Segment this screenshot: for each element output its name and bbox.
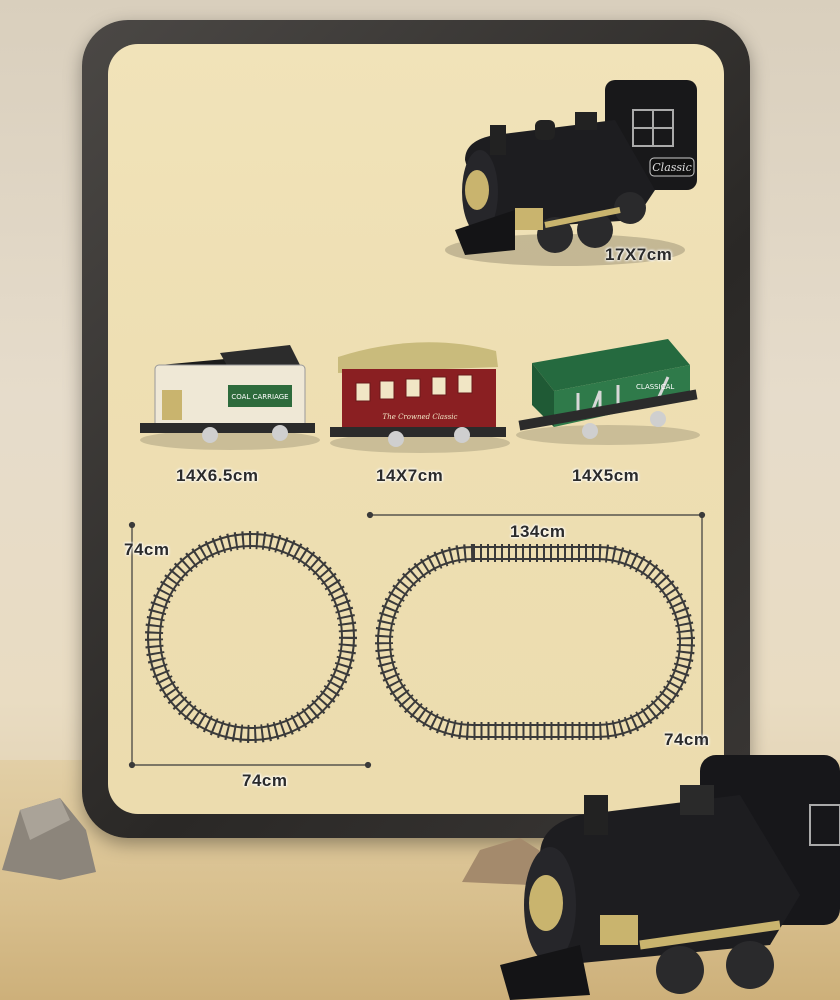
circle-height-label: 74cm (124, 540, 170, 559)
passenger-car: The Crowned Classic (330, 342, 510, 453)
coal-carriage-size-label: 14X6.5cm (176, 466, 259, 485)
circle-track (145, 531, 357, 743)
locomotive-size-label: 17X7cm (605, 245, 673, 264)
oval-height-label: 74cm (664, 730, 710, 749)
passenger-car-marking: The Crowned Classic (383, 413, 458, 421)
circle-width-label: 74cm (242, 771, 288, 790)
freight-car: CLASSICAL (516, 339, 700, 445)
locomotive-bottom (500, 755, 840, 1000)
coal-carriage-marking: COAL CARRIAGE (231, 393, 288, 401)
oval-track (375, 544, 695, 740)
oval-width-label: 134cm (510, 522, 566, 541)
freight-car-size-label: 14X5cm (572, 466, 640, 485)
locomotive-badge-text: Classic (652, 161, 691, 174)
passenger-car-size-label: 14X7cm (376, 466, 444, 485)
coal-carriage: COAL CARRIAGE (140, 345, 320, 450)
dimension-lines (128, 511, 706, 769)
locomotive-top: Classic (445, 80, 697, 266)
freight-car-marking: CLASSICAL (636, 383, 674, 391)
